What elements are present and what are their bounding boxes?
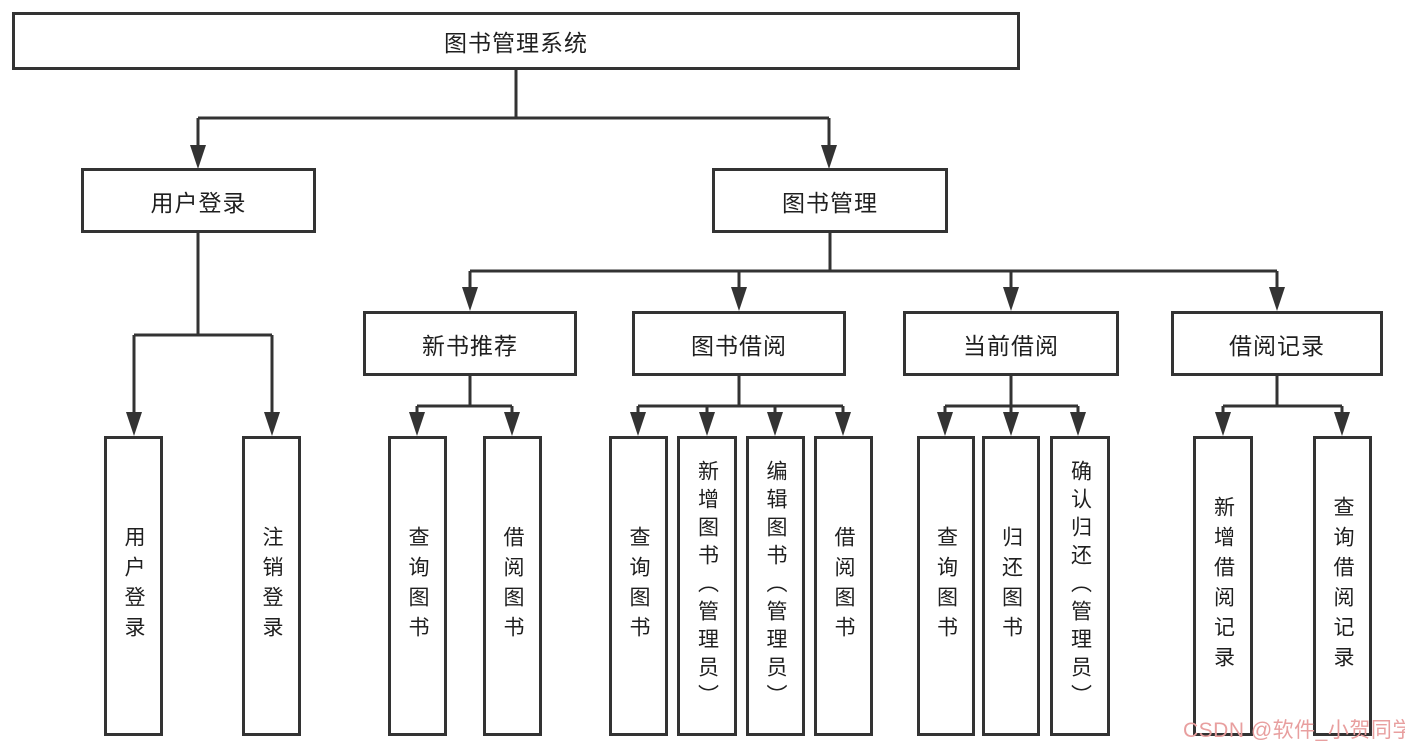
group-current-borrow: 当前借阅 (903, 311, 1119, 376)
group-new-book-recommend-label: 新书推荐 (422, 332, 518, 359)
leaf-logout: 注销登录 (242, 436, 301, 736)
leaf-user-login-label: 用户登录 (122, 526, 145, 646)
leaf-query-books-current: 查询图书 (917, 436, 975, 736)
leaf-confirm-return-admin: 确认归还（管理员） (1050, 436, 1110, 736)
node-root: 图书管理系统 (12, 12, 1020, 70)
leaf-query-borrow-record-label: 查询借阅记录 (1331, 496, 1354, 676)
leaf-query-books-borrow-label: 查询图书 (627, 526, 650, 646)
branch-user-login: 用户登录 (81, 168, 316, 233)
leaf-user-login: 用户登录 (104, 436, 163, 736)
group-book-borrow-label: 图书借阅 (691, 332, 787, 359)
node-root-label: 图书管理系统 (444, 30, 588, 56)
branch-book-management: 图书管理 (712, 168, 948, 233)
leaf-query-books-recommend: 查询图书 (388, 436, 447, 736)
leaf-edit-book-admin-label: 编辑图书（管理员） (764, 460, 787, 712)
leaf-borrow-books-borrow: 借阅图书 (814, 436, 873, 736)
leaf-borrow-books-recommend-label: 借阅图书 (501, 526, 524, 646)
branch-user-login-label: 用户登录 (150, 189, 247, 216)
group-current-borrow-label: 当前借阅 (963, 332, 1059, 359)
group-book-borrow: 图书借阅 (632, 311, 846, 376)
leaf-add-book-admin-label: 新增图书（管理员） (695, 460, 719, 712)
leaf-add-borrow-record: 新增借阅记录 (1193, 436, 1253, 736)
watermark: CSDN @软件_小贺同学 (1183, 719, 1405, 742)
group-new-book-recommend: 新书推荐 (363, 311, 577, 376)
branch-book-management-label: 图书管理 (782, 189, 878, 216)
leaf-query-borrow-record: 查询借阅记录 (1313, 436, 1372, 736)
leaf-return-book: 归还图书 (982, 436, 1040, 736)
leaf-return-book-label: 归还图书 (999, 526, 1023, 646)
group-borrow-records-label: 借阅记录 (1229, 332, 1325, 359)
leaf-confirm-return-admin-label: 确认归还（管理员） (1068, 460, 1092, 712)
group-borrow-records: 借阅记录 (1171, 311, 1383, 376)
leaf-edit-book-admin: 编辑图书（管理员） (746, 436, 805, 736)
leaf-borrow-books-recommend: 借阅图书 (483, 436, 542, 736)
leaf-add-book-admin: 新增图书（管理员） (677, 436, 737, 736)
leaf-query-books-borrow: 查询图书 (609, 436, 668, 736)
leaf-query-books-recommend-label: 查询图书 (406, 526, 429, 646)
leaf-add-borrow-record-label: 新增借阅记录 (1211, 496, 1235, 676)
leaf-logout-label: 注销登录 (260, 526, 283, 646)
leaf-query-books-current-label: 查询图书 (934, 526, 958, 646)
leaf-borrow-books-borrow-label: 借阅图书 (832, 526, 855, 646)
